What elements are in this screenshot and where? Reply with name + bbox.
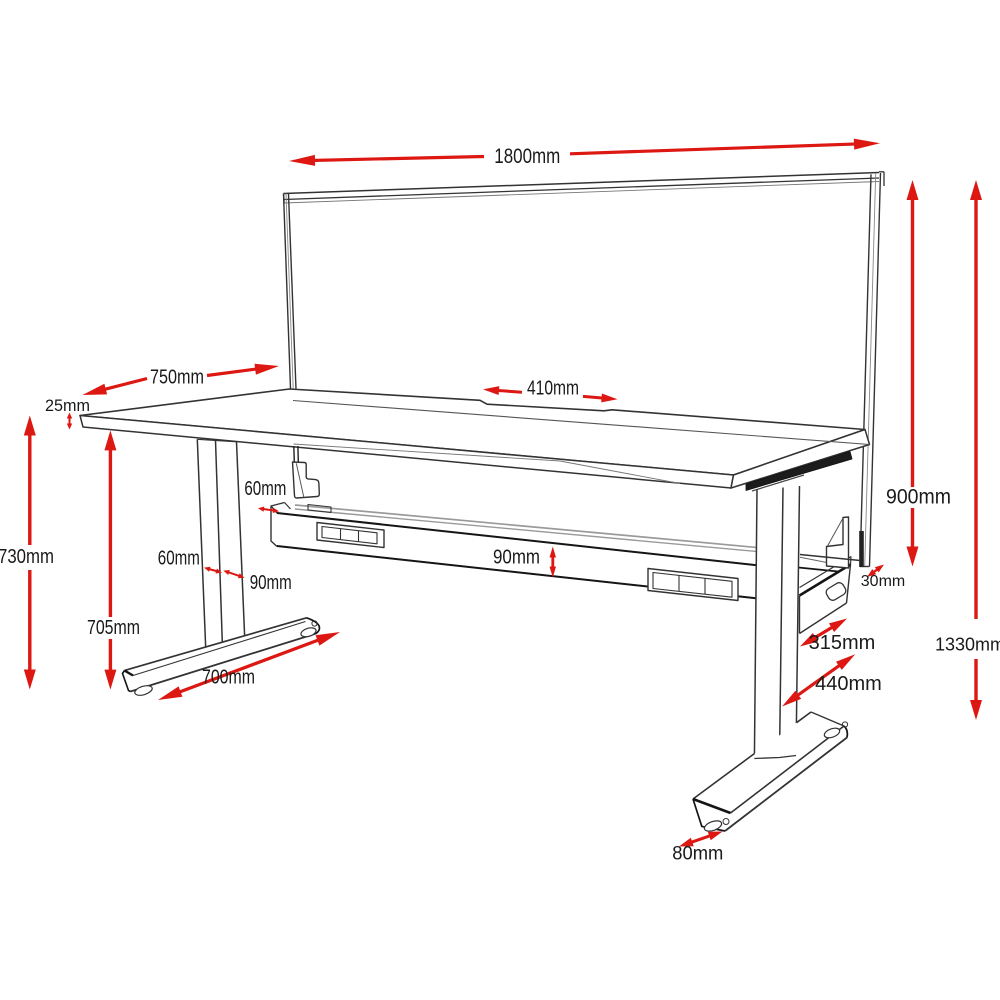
svg-text:410mm: 410mm [527, 378, 579, 400]
svg-text:315mm: 315mm [809, 632, 876, 654]
svg-text:30mm: 30mm [861, 573, 905, 590]
svg-text:60mm: 60mm [244, 478, 286, 500]
svg-text:60mm: 60mm [158, 547, 200, 569]
svg-text:750mm: 750mm [150, 366, 204, 388]
svg-text:705mm: 705mm [87, 617, 140, 639]
svg-text:900mm: 900mm [886, 486, 951, 509]
svg-text:80mm: 80mm [672, 844, 723, 865]
svg-text:1330mm: 1330mm [935, 635, 1000, 655]
svg-text:90mm: 90mm [250, 572, 292, 594]
svg-text:700mm: 700mm [202, 666, 255, 688]
svg-text:1800mm: 1800mm [494, 145, 560, 168]
svg-text:90mm: 90mm [493, 546, 540, 568]
svg-text:730mm: 730mm [0, 546, 54, 568]
svg-text:440mm: 440mm [815, 673, 882, 695]
svg-text:25mm: 25mm [45, 396, 90, 415]
